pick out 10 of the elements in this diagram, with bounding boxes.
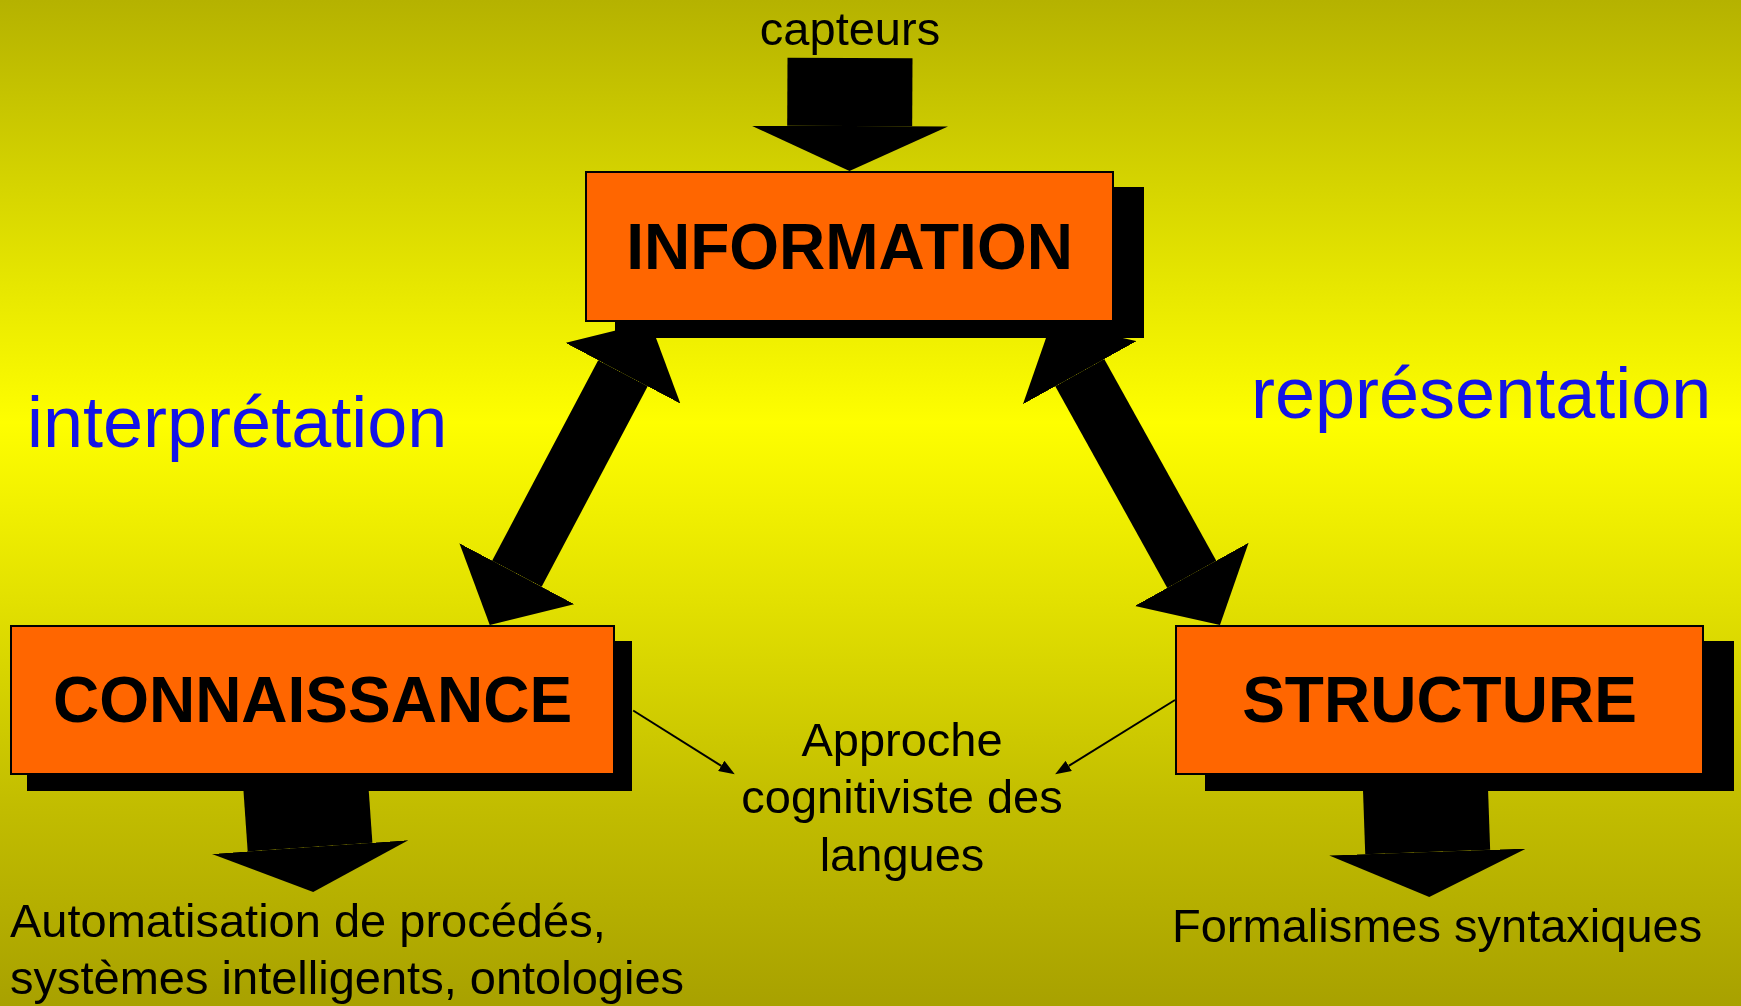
process-box: STRUCTURE <box>1175 625 1704 775</box>
node-text: Approche cognitiviste des langues <box>712 711 1092 887</box>
process-box: INFORMATION <box>585 171 1114 322</box>
node-text: Formalismes syntaxiques <box>1172 897 1737 955</box>
arrow <box>1055 699 1176 775</box>
block-arrow <box>751 57 949 171</box>
node-text: Automatisation de procédés, systèmes intelligents, ontologies <box>10 892 750 1006</box>
arrow <box>632 709 735 775</box>
process-box: CONNAISSANCE <box>10 625 615 775</box>
node-text: capteurs <box>750 0 950 58</box>
